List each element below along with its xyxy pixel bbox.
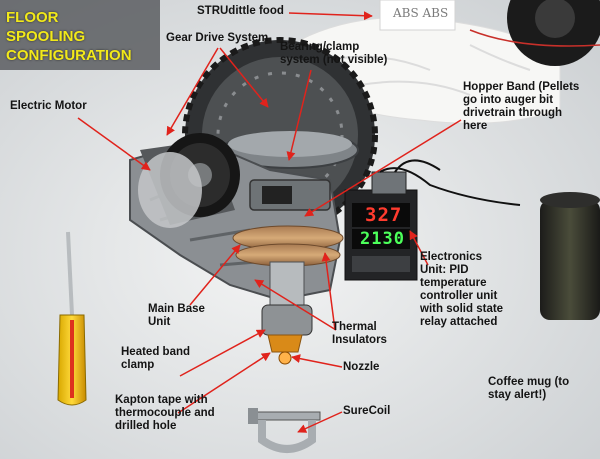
callout-arrows [77, 11, 462, 433]
nozzle-shape [278, 351, 292, 365]
label-nozzle: Nozzle [343, 361, 380, 373]
label-hopper-band: Hopper Band (Pellets go into auger bit d… [463, 81, 580, 132]
gear-bolt-ring [216, 71, 344, 199]
kapton-tape-shape [267, 334, 303, 353]
label-electronics-unit: Electronics Unit: PID temperature contro… [420, 251, 504, 328]
label-thermal-insulators: Thermal Insulators [332, 321, 387, 346]
pid-set-value: 2130 [360, 229, 405, 249]
spool-hub [535, 0, 575, 38]
label-gear-drive-system: Gear Drive System [166, 32, 269, 44]
heated-band-clamp-shape [261, 304, 313, 336]
screwdriver-shaft [66, 231, 74, 316]
pid-controller-shape [344, 171, 418, 281]
controller-wires [379, 159, 521, 206]
label-kapton-tape: Kapton tape with thermocouple and drille… [115, 394, 215, 432]
label-heated-band-clamp: Heated band clamp [121, 346, 191, 371]
label-strudittle-food: STRUdittle food [197, 5, 284, 17]
dark-corner [0, 0, 160, 70]
coffee-mug-shape [540, 200, 600, 320]
abs-bag [379, 0, 456, 31]
pid-process-value: 327 [365, 204, 403, 226]
label-main-base-unit: Main Base Unit [148, 303, 205, 328]
abs-bag-text: ABS ABS [393, 6, 449, 20]
bearing-plate-top [228, 131, 352, 157]
spool-wire [469, 29, 600, 47]
image-title: FLOOR SPOOLING CONFIGURATION [6, 9, 132, 64]
hopper-band-slot [262, 186, 292, 204]
surecoil-shape [248, 408, 321, 453]
label-bearing-clamp: Bearing/clamp system (not visible) [280, 41, 388, 66]
label-electric-motor: Electric Motor [10, 100, 87, 112]
label-surecoil: SureCoil [343, 405, 391, 417]
electric-motor-shape [138, 133, 240, 228]
label-coffee-mug: Coffee mug (to stay alert!) [488, 376, 570, 401]
